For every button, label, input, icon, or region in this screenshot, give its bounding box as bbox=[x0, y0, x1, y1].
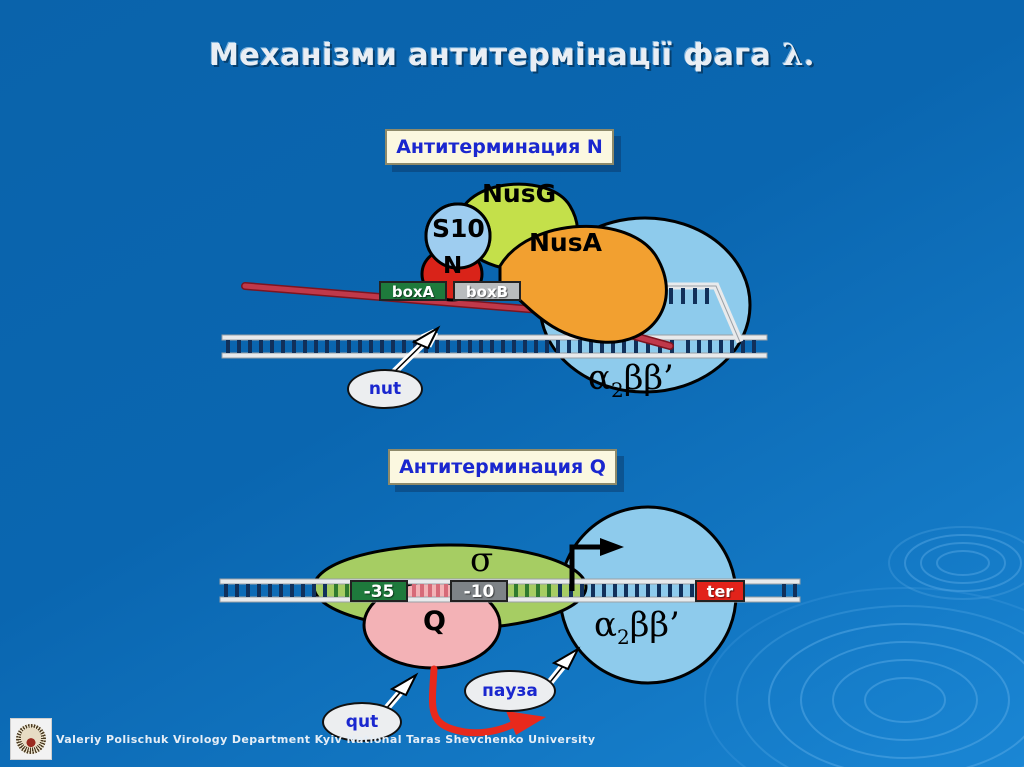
slide-title: Механізми антитермінації фага λ. bbox=[0, 38, 1024, 73]
dna-site-minus10: -10 bbox=[450, 580, 508, 602]
footer-credit: Valeriy Polischuk Virology Department Ky… bbox=[56, 733, 596, 746]
caption-antitermination-n: Антитерминация N bbox=[385, 129, 614, 165]
protein-label-nusg: NusG bbox=[482, 179, 557, 208]
diagram-antitermination-n bbox=[221, 182, 768, 394]
q-action-arrowhead bbox=[506, 711, 546, 735]
dna-site-boxa: boxA bbox=[379, 281, 447, 301]
protein-label-s10: S10 bbox=[432, 214, 485, 243]
polymerase-label-q-text: α2ββ’ bbox=[594, 605, 680, 649]
slide-title-lambda: λ. bbox=[782, 38, 815, 73]
protein-s10-front bbox=[424, 202, 492, 270]
polymerase-label-n: α2ββ’ bbox=[588, 358, 674, 402]
emblem-icon bbox=[16, 724, 46, 754]
q-action-arrow bbox=[428, 665, 520, 737]
protein-label-sigma: σ bbox=[470, 540, 494, 580]
protein-label-q: Q bbox=[423, 606, 446, 637]
dna-site-minus35: -35 bbox=[350, 580, 408, 602]
dna-duplex-n bbox=[221, 334, 768, 359]
callout-qut: qut bbox=[322, 702, 402, 742]
slide-title-text: Механізми антитермінації фага bbox=[209, 38, 783, 73]
dna-site-boxb: boxB bbox=[453, 281, 521, 301]
callout-pauza: пауза bbox=[464, 670, 556, 712]
qut-arrow-head bbox=[389, 672, 419, 697]
university-emblem-logo bbox=[10, 718, 52, 760]
caption-antitermination-q: Антитерминация Q bbox=[388, 449, 617, 485]
nut-arrow-head bbox=[411, 325, 441, 350]
protein-label-nusa: NusA bbox=[529, 228, 602, 257]
protein-label-n: N bbox=[443, 253, 463, 279]
polymerase-label-q: α2ββ’ bbox=[594, 605, 680, 649]
polymerase-label-n-text: α2ββ’ bbox=[588, 358, 674, 402]
callout-nut: nut bbox=[347, 369, 423, 409]
dna-site-ter: ter bbox=[695, 580, 745, 602]
transcription-start-arrowhead bbox=[600, 538, 624, 556]
transcription-start-arrow bbox=[569, 544, 606, 591]
diagram-antitermination-q bbox=[219, 505, 801, 737]
protein-nusa bbox=[498, 224, 668, 344]
pause-arrow-head bbox=[551, 646, 581, 671]
